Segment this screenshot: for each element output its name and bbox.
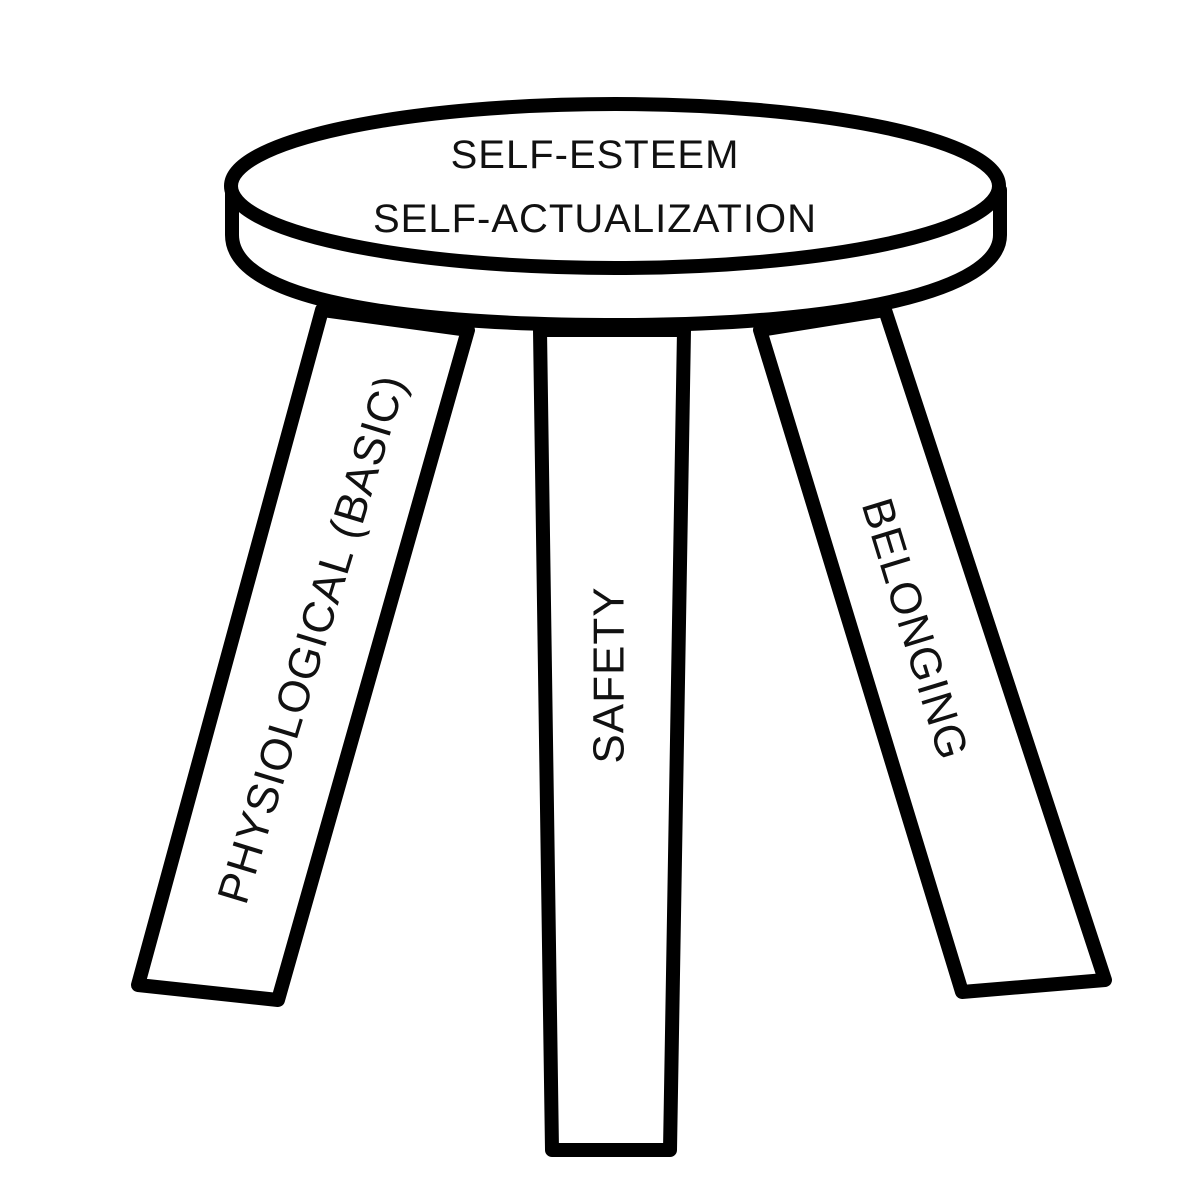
leg-left	[131, 303, 475, 1007]
seat-label-line1: SELF-ESTEEM	[451, 133, 740, 177]
leg-middle-label: SAFETY	[585, 586, 634, 763]
seat-top	[224, 97, 1006, 275]
seat-label-line2: SELF-ACTUALIZATION	[373, 197, 817, 241]
